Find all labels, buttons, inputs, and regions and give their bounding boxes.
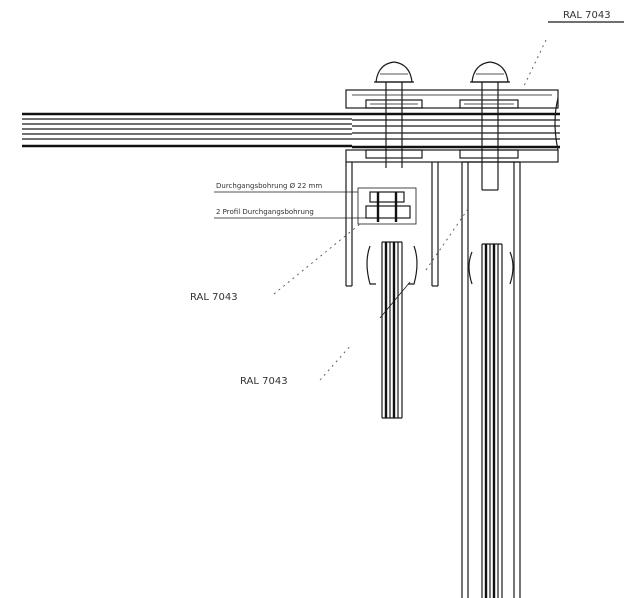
horizontal-beam	[22, 97, 560, 151]
label-note-profile: 2 Profil Durchgangsbohrung	[216, 208, 314, 216]
label-ral-left: RAL 7043	[190, 292, 238, 303]
label-ral-top: RAL 7043	[563, 10, 611, 21]
label-note-bore: Durchgangsbohrung Ø 22 mm	[216, 182, 322, 190]
right-profile	[461, 161, 521, 598]
left-bolt	[365, 61, 423, 168]
left-profile	[345, 162, 439, 287]
leader-lines	[214, 21, 624, 381]
left-glass-pane	[381, 241, 403, 419]
top-plate	[345, 89, 559, 163]
label-ral-bottom: RAL 7043	[240, 376, 288, 387]
right-glass-pane	[481, 243, 503, 598]
right-bolt	[459, 61, 519, 191]
